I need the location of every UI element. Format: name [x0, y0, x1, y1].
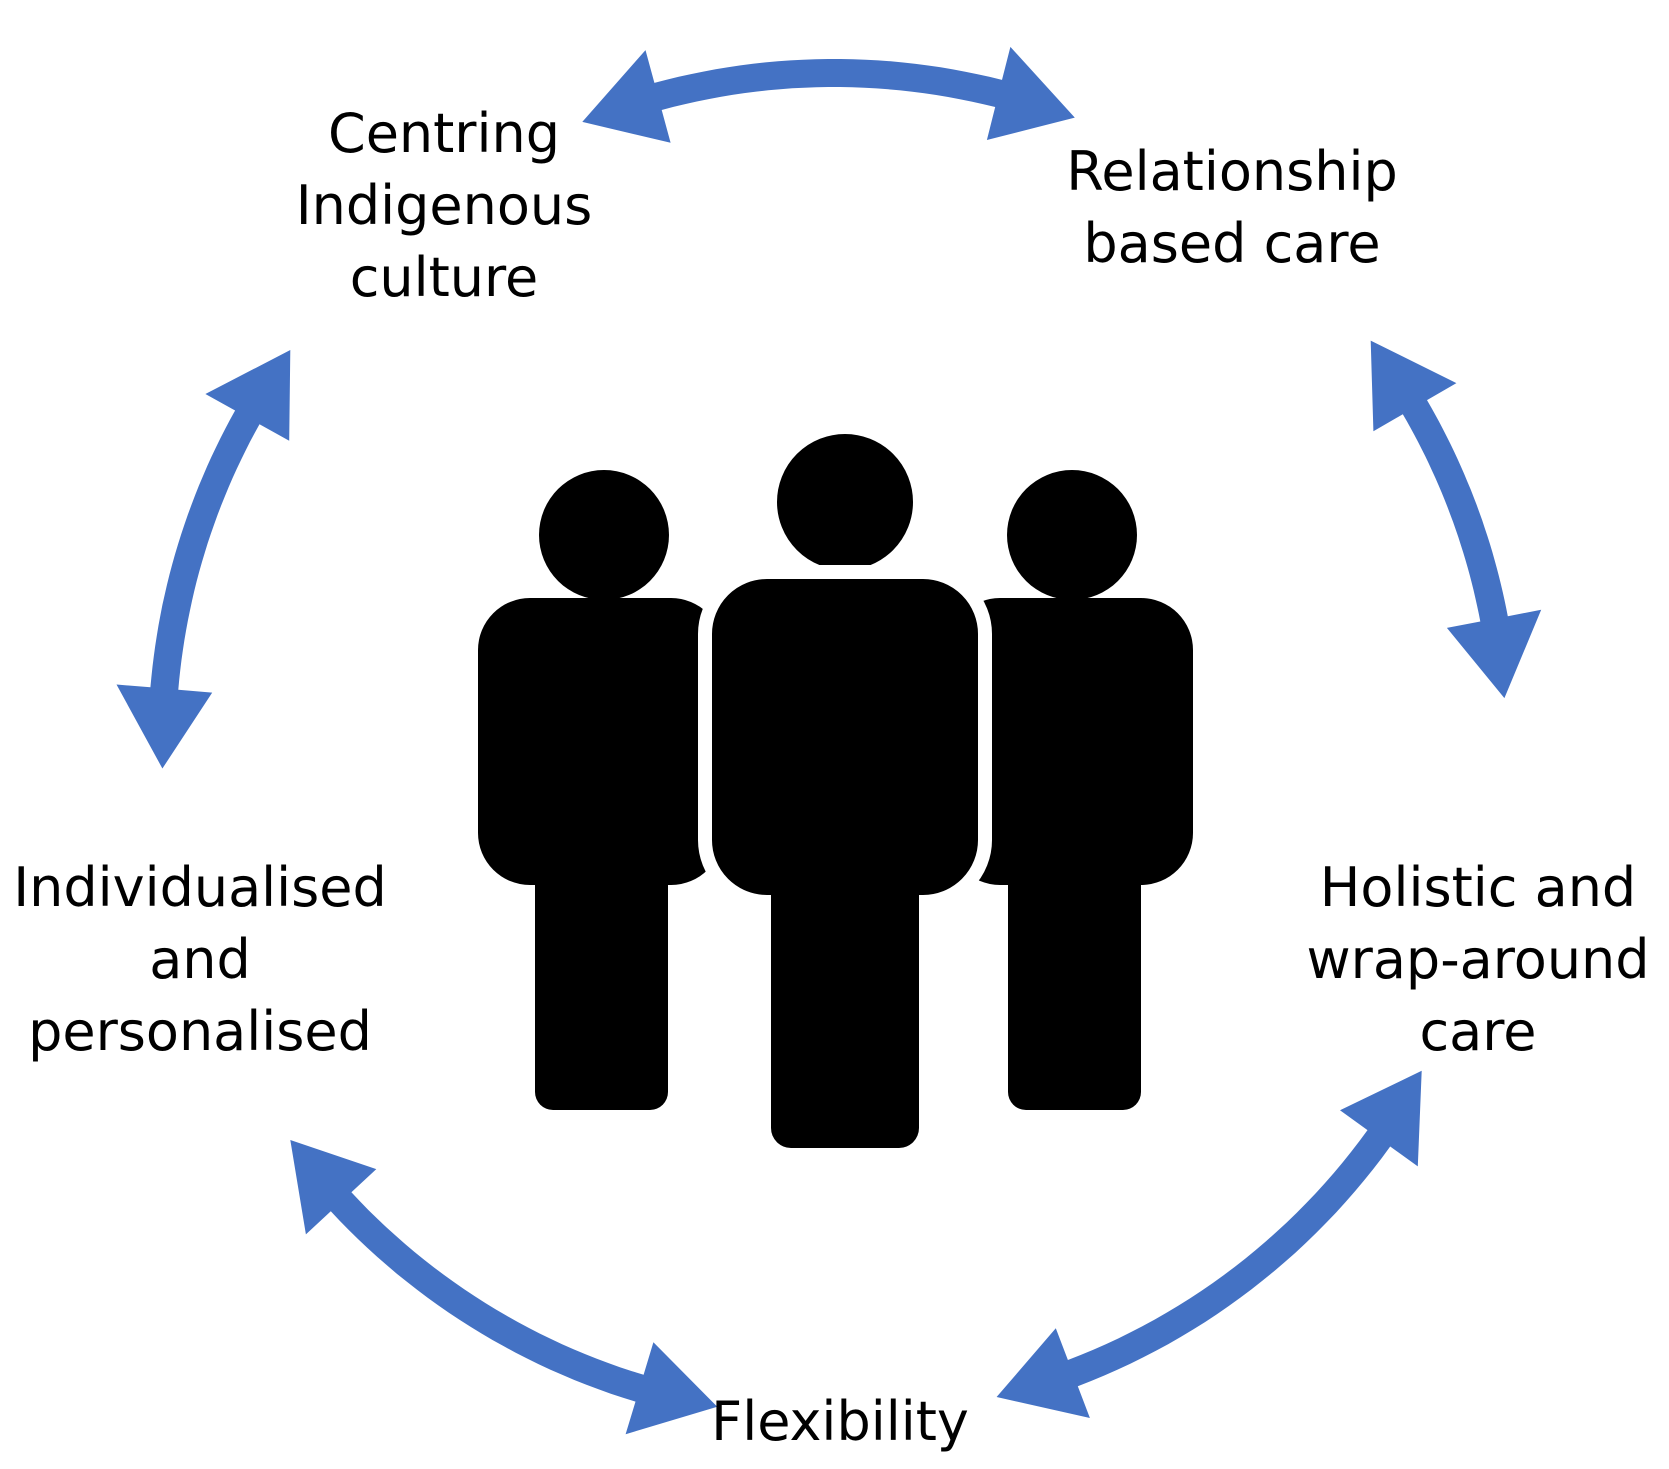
node-label-line: wrap-around: [1306, 928, 1650, 991]
node-label-line: care: [1419, 1000, 1537, 1063]
node-label-line: based care: [1083, 212, 1381, 275]
node-centring-indigenous-culture: Centring Indigenous culture: [296, 98, 593, 314]
double-arrow-centring-indigenous-culture-to-relationship-based-care: [582, 46, 1075, 143]
node-label-line: personalised: [28, 1000, 372, 1063]
person-left-icon: [478, 470, 723, 1110]
node-label-line: and: [149, 928, 251, 991]
node-label-line: Centring: [327, 102, 561, 165]
double-arrow-relationship-based-care-to-holistic-and-wrap-around-care: [1370, 340, 1542, 699]
node-label-line: Holistic and: [1319, 856, 1637, 919]
person-right-icon: [948, 470, 1193, 1110]
node-relationship-based-care: Relationship based care: [1066, 136, 1398, 280]
node-label-line: Individualised: [13, 856, 387, 919]
node-label-line: Flexibility: [711, 1390, 969, 1453]
node-label-line: Indigenous: [295, 174, 593, 237]
double-arrow-holistic-and-wrap-around-care-to-flexibility: [996, 1070, 1422, 1418]
node-label-line: culture: [349, 246, 539, 309]
node-holistic-and-wrap-around-care: Holistic and wrap-around care: [1306, 852, 1649, 1068]
node-flexibility: Flexibility: [711, 1386, 969, 1458]
double-arrow-flexibility-to-individualised-and-personalised: [290, 1140, 718, 1435]
people-group-icon: [478, 378, 1198, 1160]
node-individualised-and-personalised: Individualised and personalised: [13, 852, 387, 1068]
person-center-icon: [698, 422, 992, 1148]
double-arrow-individualised-and-personalised-to-centring-indigenous-culture: [116, 350, 291, 769]
node-label-line: Relationship: [1066, 140, 1398, 203]
